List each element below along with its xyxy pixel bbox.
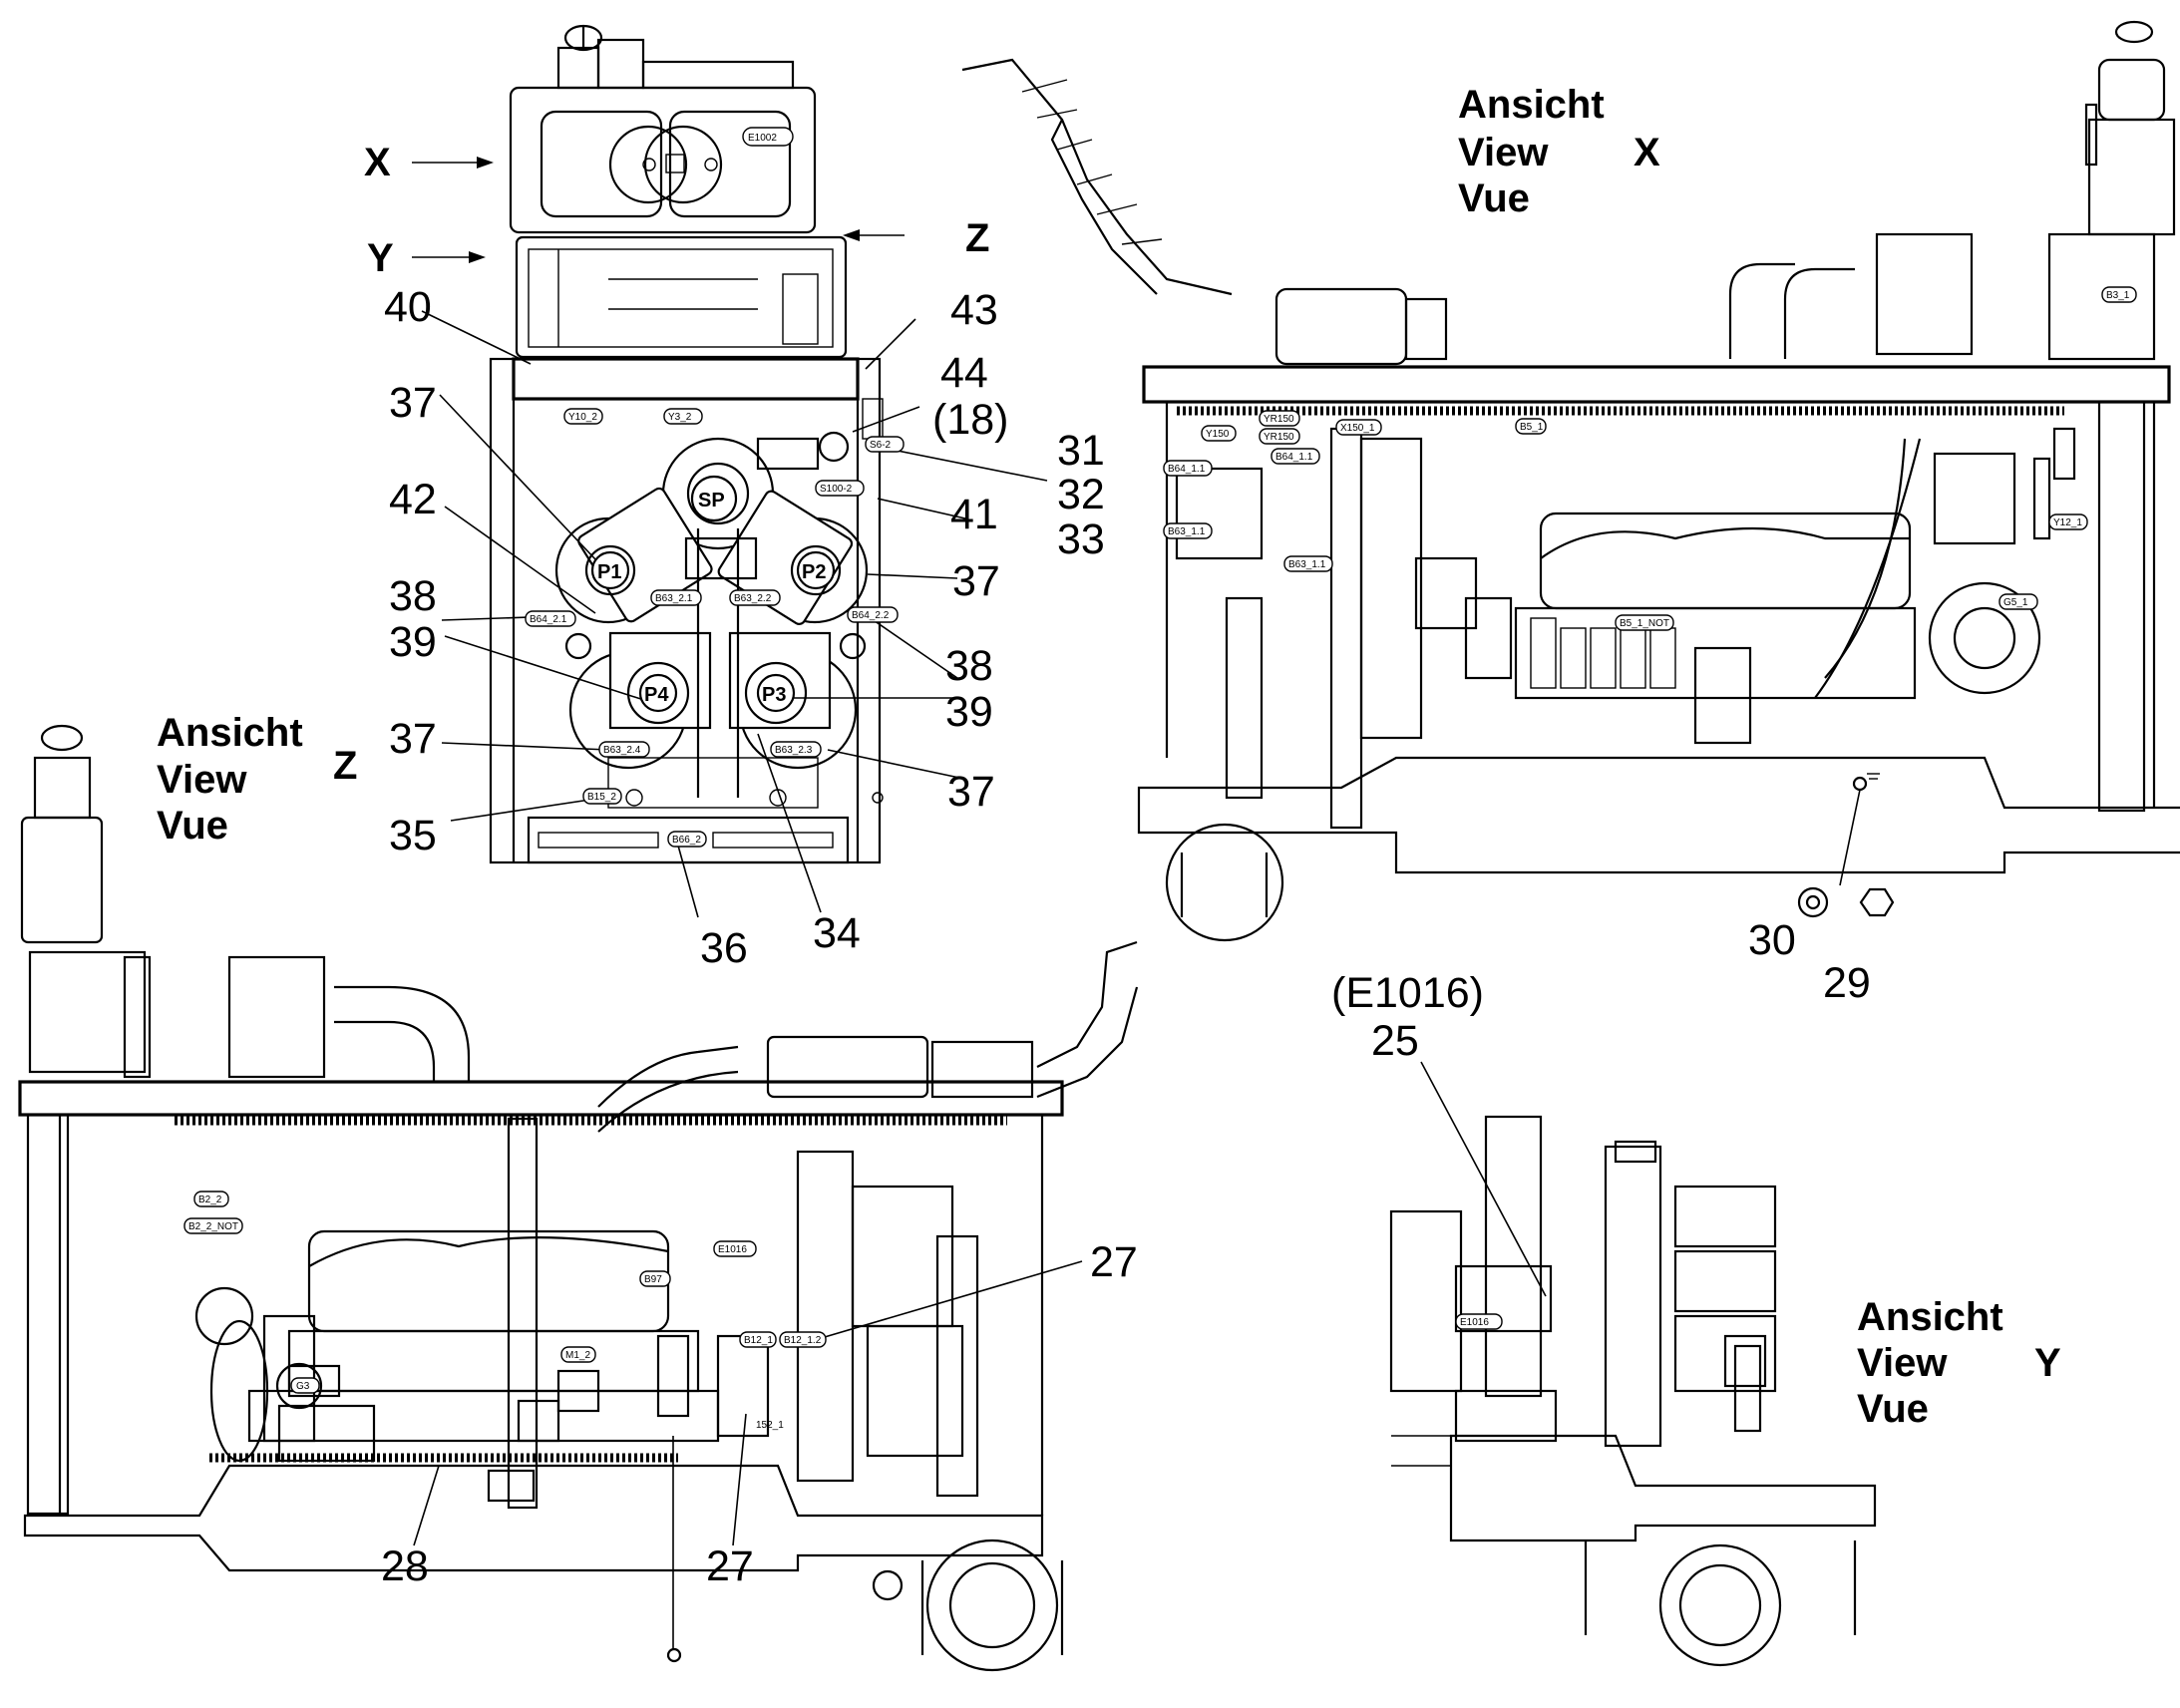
callout-33: 33 [1057,515,1105,563]
tag-b5not: B5_1_NOT [1620,618,1669,629]
leader-lines [412,157,1547,1546]
view-titles: Ansicht View Vue X Ansicht View Vue Z An… [157,83,2061,1431]
tag-m1: M1_2 [565,1350,590,1361]
arrow-y-label: Y [367,236,394,280]
tag-e1016b: E1016 [718,1244,747,1255]
callout-37-right: 37 [952,557,1000,605]
callout-37-left: 37 [389,715,437,763]
tag-b64-21: B64_2.1 [530,614,567,625]
tag-yr150b: YR150 [1264,432,1294,443]
callout-38-left: 38 [389,572,437,620]
callout-40: 40 [384,283,432,331]
callout-e1016: (E1016) [1331,969,1484,1017]
callout-27-upper: 27 [1090,1238,1138,1286]
callout-41: 41 [950,491,998,538]
callout-25: 25 [1371,1017,1419,1065]
tag-y150: Y150 [1206,429,1230,440]
callout-37-top: 37 [389,379,437,427]
view-x-letter: X [1634,131,1660,174]
pump-labels: SP P1 P2 P3 P4 [590,475,836,713]
tag-b2not: B2_2_NOT [188,1221,238,1232]
callout-42: 42 [389,476,437,523]
view-y-drawing [1389,1115,1877,1667]
tag-b63-11b: B63_1.1 [1288,559,1326,570]
arrow-x-label: X [364,141,391,184]
callout-31: 31 [1057,427,1105,475]
view-x-line2: View [1458,131,1549,174]
tag-152: 152_1 [756,1420,784,1431]
tag-b66: B66_2 [672,835,701,846]
tag-b12-12: B12_1.2 [784,1335,822,1346]
view-y-letter: Y [2034,1341,2061,1385]
label-p1: P1 [597,561,621,583]
callout-44: 44 [940,349,988,397]
tag-b3: B3_1 [2106,290,2130,301]
callout-29: 29 [1823,959,1871,1007]
arrow-z-label: Z [965,216,989,260]
tag-b63-21: B63_2.1 [655,593,693,604]
tag-yr150a: YR150 [1264,414,1294,425]
view-y-line1: Ansicht [1857,1295,2003,1339]
label-sp: SP [698,490,725,512]
callout-numbers: 40 37 42 38 39 37 35 36 34 43 44 (18) 31… [381,283,1871,1590]
callout-27-lower: 27 [706,1542,754,1590]
tag-b63-24: B63_2.4 [603,745,641,756]
tag-b64-11b: B64_1.1 [1168,464,1206,475]
tag-b97: B97 [644,1274,662,1285]
tag-g5: G5_1 [2003,597,2028,608]
tag-e1016c: E1016 [1460,1317,1489,1328]
callout-35: 35 [389,812,437,859]
tag-b5: B5_1 [1520,422,1544,433]
front-view [489,24,884,864]
component-tags: E1002 Y10_2 Y3_2 S6-2 S100-2 B63_2.1 B63… [183,127,2137,1431]
callout-39-left: 39 [389,618,437,666]
callout-36: 36 [700,924,748,972]
label-p4: P4 [644,684,669,706]
tag-b64-11a: B64_1.1 [1275,452,1313,463]
view-z-letter: Z [333,744,357,788]
callout-32: 32 [1057,471,1105,518]
view-z-line2: View [157,758,247,802]
callout-39-right: 39 [945,688,993,736]
callout-38-right: 38 [945,642,993,690]
view-x-line3: Vue [1458,176,1530,220]
tag-b63-11a: B63_1.1 [1168,526,1206,537]
tag-b64-22: B64_2.2 [852,610,890,621]
tag-x150: X150_1 [1340,423,1375,434]
tag-b63-22: B63_2.2 [734,593,772,604]
view-z-drawing [18,724,1139,1672]
callout-18: (18) [932,396,1008,444]
tag-b12-1: B12_1 [744,1335,773,1346]
callout-43: 43 [950,286,998,334]
view-x-line1: Ansicht [1458,83,1605,127]
view-y-line3: Vue [1857,1387,1929,1431]
callout-30: 30 [1748,916,1796,964]
tag-s100: S100-2 [820,484,853,495]
view-x-drawing [961,20,2180,942]
tag-y12: Y12_1 [2053,517,2082,528]
tag-b15: B15_2 [587,792,616,803]
view-z-line3: Vue [157,804,228,848]
tag-b2: B2_2 [198,1195,222,1205]
tag-s6: S6-2 [870,440,892,451]
tag-e1002: E1002 [748,133,777,144]
label-p2: P2 [802,561,826,583]
tag-g3: G3 [296,1381,310,1392]
view-z-line1: Ansicht [157,711,303,755]
callout-34: 34 [813,909,861,957]
tag-y10: Y10_2 [568,412,597,423]
tag-b63-23: B63_2.3 [775,745,813,756]
view-y-line2: View [1857,1341,1948,1385]
callout-28: 28 [381,1542,429,1590]
tag-y3: Y3_2 [668,412,692,423]
label-p3: P3 [762,684,786,706]
callout-37-bottom: 37 [947,768,995,816]
